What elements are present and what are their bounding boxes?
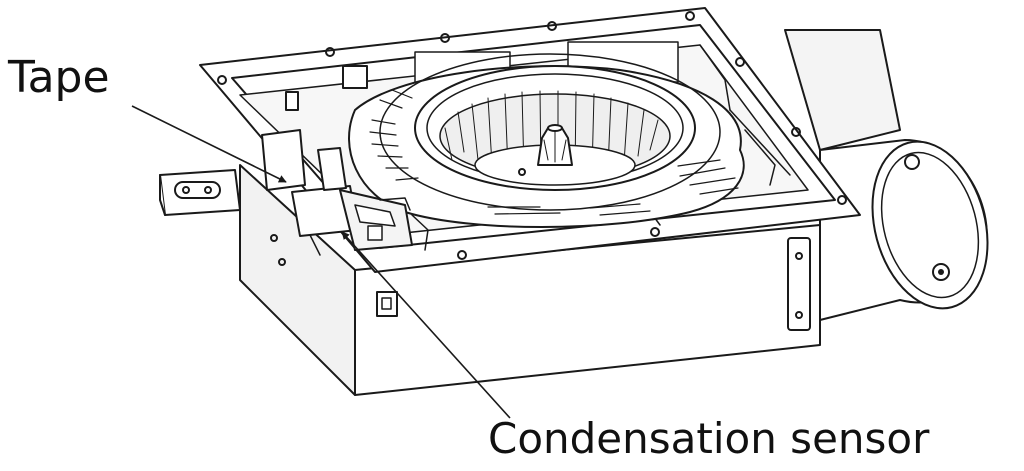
label-condensation-sensor: Condensation sensor — [488, 414, 930, 463]
callout-leaders — [131, 105, 511, 419]
duct-collar — [784, 29, 989, 321]
housing-box — [239, 164, 821, 396]
sensor-leader-line — [341, 231, 511, 419]
tape-leader-line — [131, 105, 287, 183]
mounting-bracket — [159, 169, 241, 216]
sensor-assembly — [291, 147, 429, 251]
blower-wheel — [414, 65, 696, 191]
label-tape: Tape — [8, 52, 110, 103]
